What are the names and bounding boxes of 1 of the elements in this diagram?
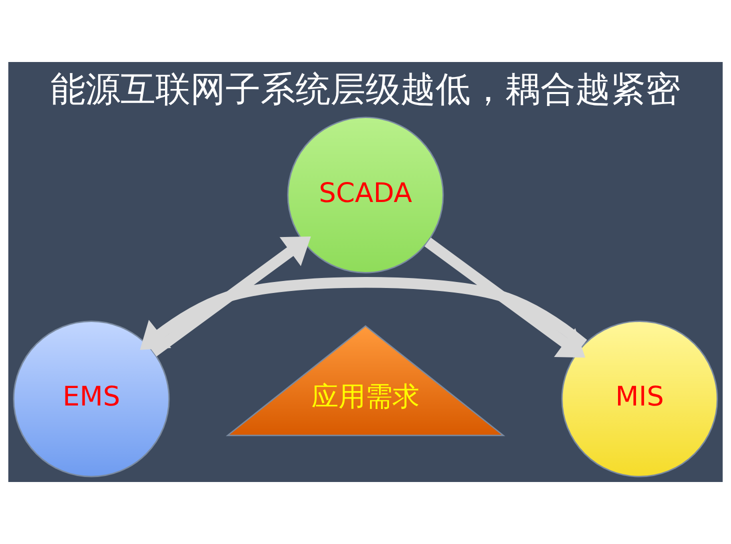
diagram-title: 能源互联网子系统层级越低，耦合越紧密 [50,68,680,110]
